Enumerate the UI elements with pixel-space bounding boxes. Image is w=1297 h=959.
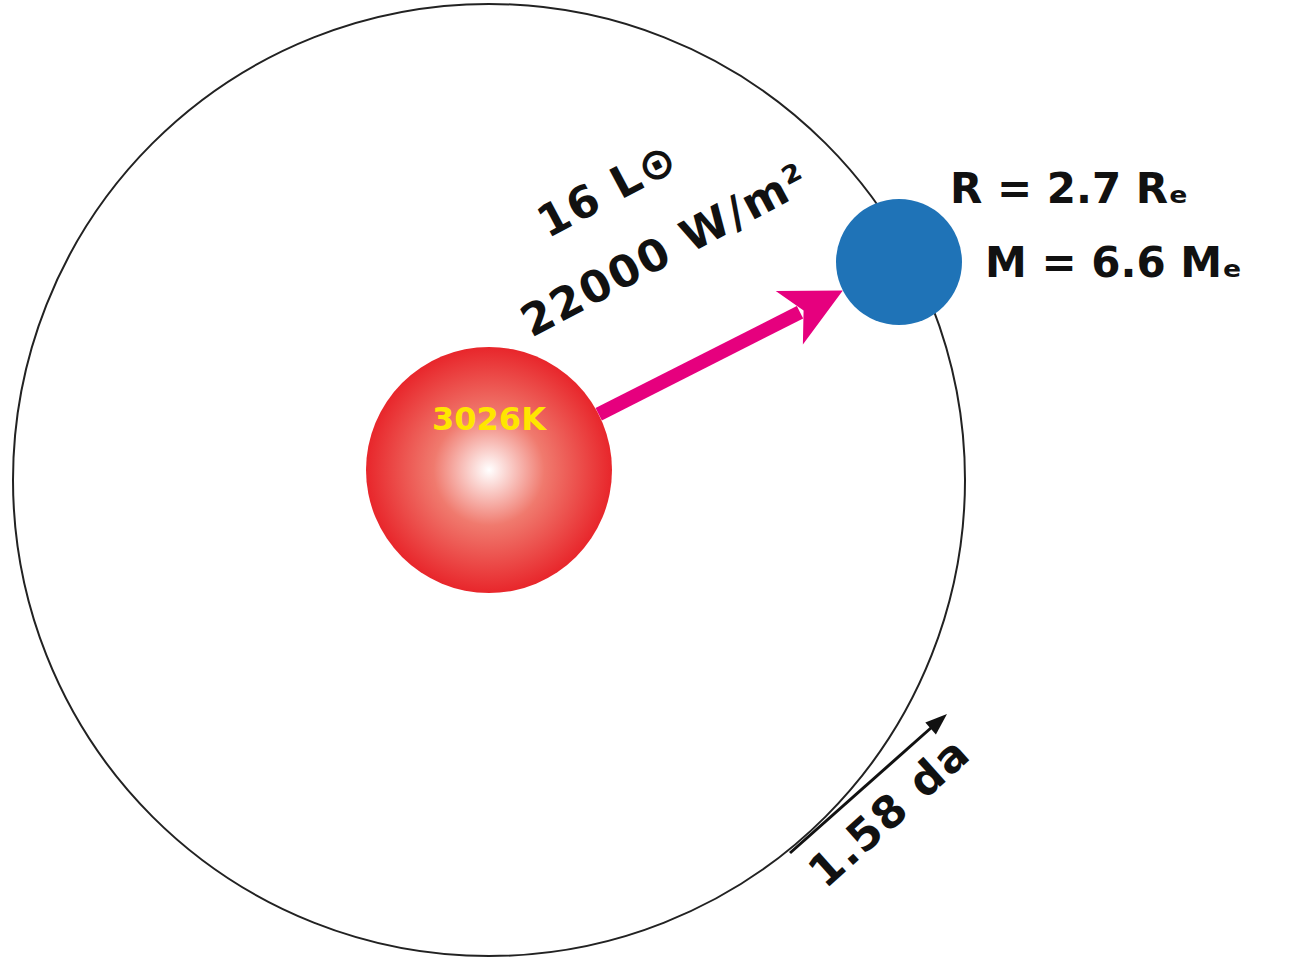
planet-radius: R = 2.7 Rₑ	[950, 166, 1188, 212]
star-shape	[366, 347, 612, 593]
energy-arrow	[599, 291, 843, 415]
period-label: 1.58 da	[800, 727, 980, 896]
planet-shape	[836, 199, 962, 325]
star-temperature: 3026K	[432, 402, 546, 437]
text-holder: 3026K	[432, 402, 546, 437]
planet-circle: R = 2.7 RₑM = 6.6 Mₑ	[836, 199, 962, 325]
text-holder: R = 2.7 Rₑ	[950, 166, 1188, 212]
arrow-head	[776, 291, 843, 345]
label-holder: 1.58 da	[800, 727, 980, 896]
orbit-circle	[13, 4, 965, 956]
star-disc	[366, 347, 612, 593]
text-holder: M = 6.6 Mₑ	[985, 240, 1242, 286]
arrow-shaft	[599, 312, 800, 414]
planet-mass: M = 6.6 Mₑ	[985, 240, 1242, 286]
planet-disc	[836, 199, 962, 325]
star-circle: 3026K	[366, 347, 612, 593]
